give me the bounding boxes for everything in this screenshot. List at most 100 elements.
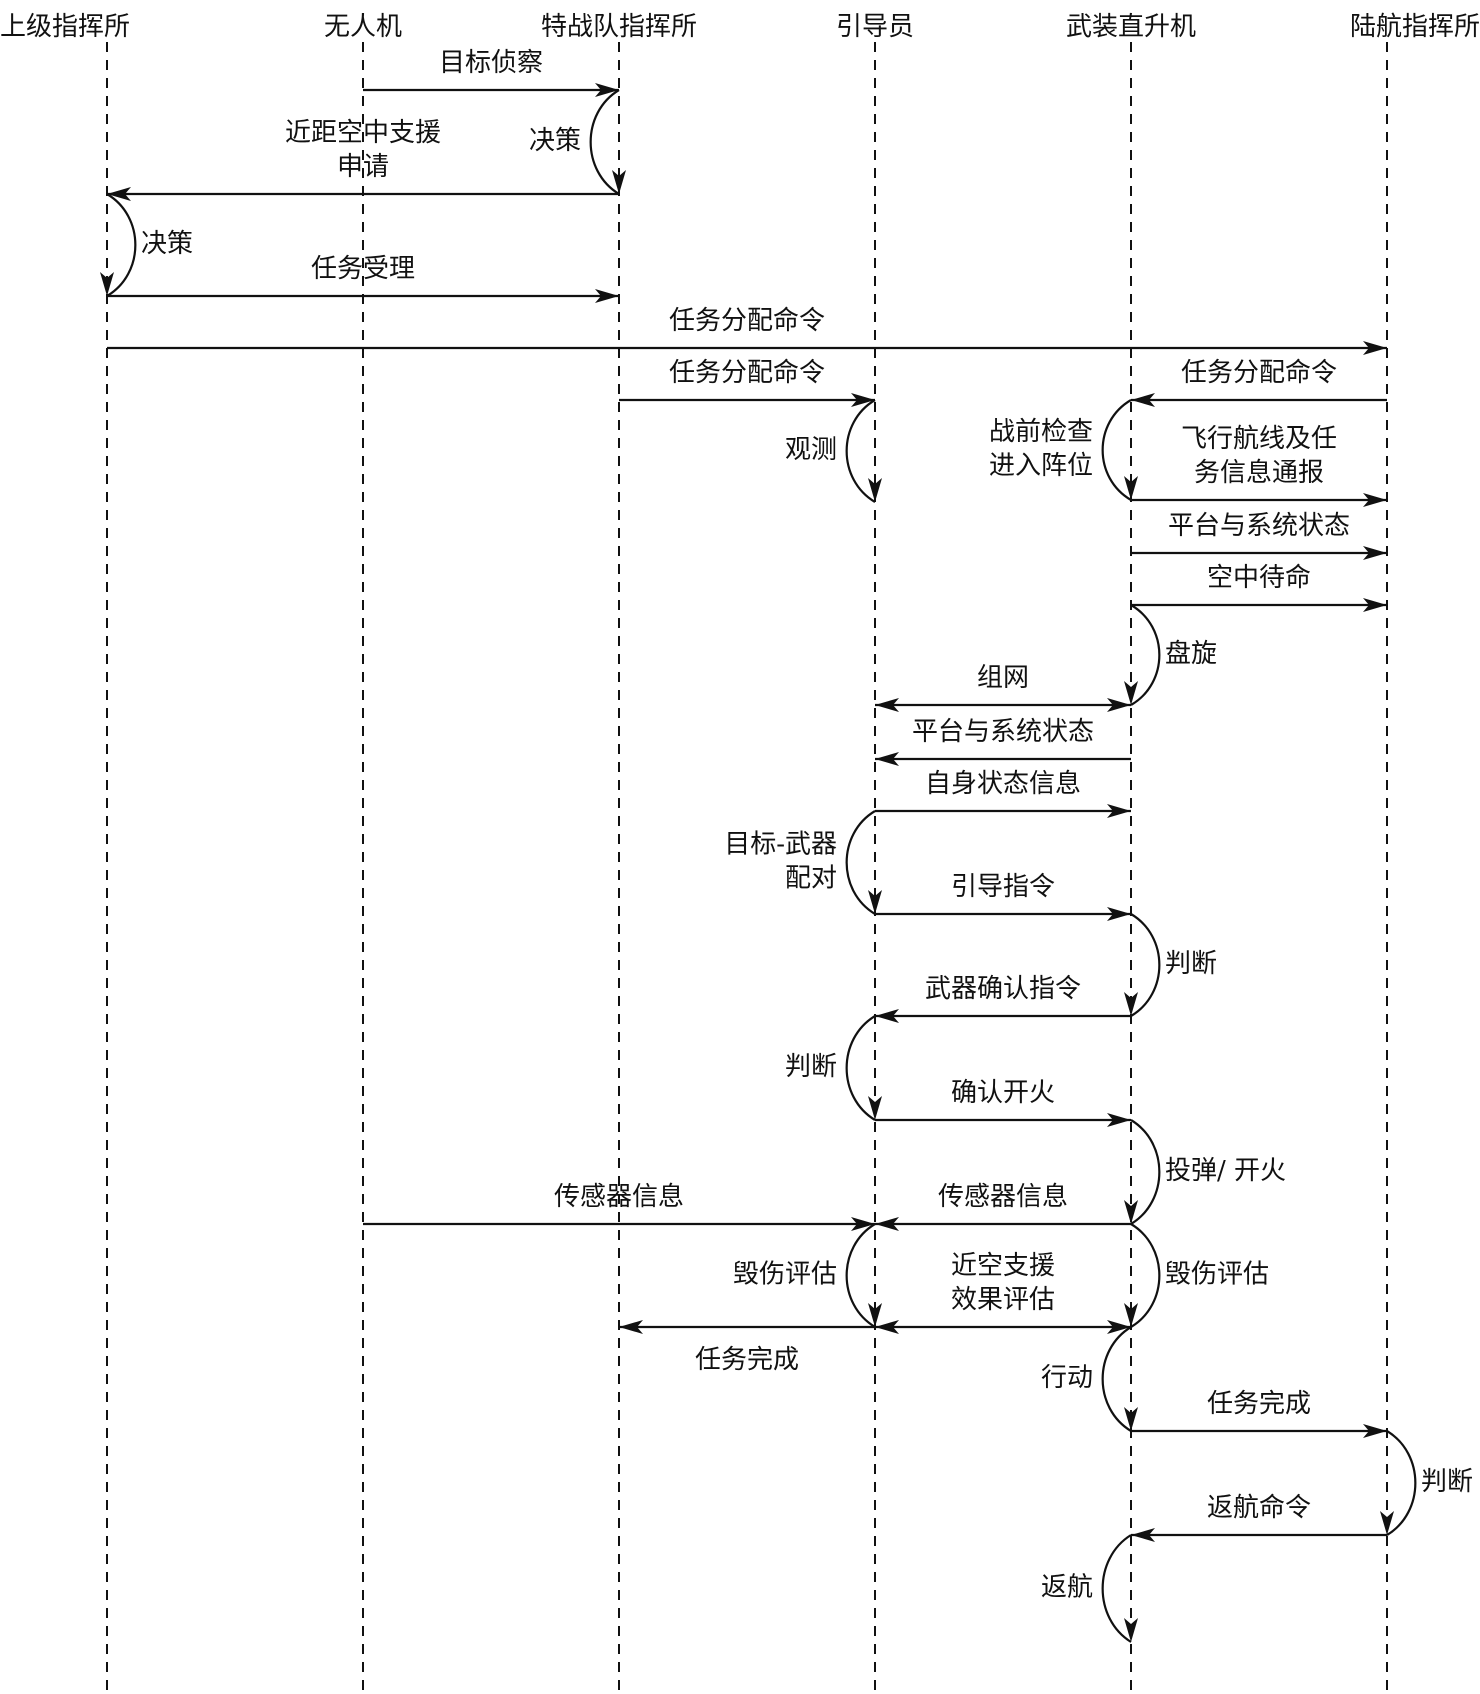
arrow-head-icon [1124,1200,1138,1224]
message-label: 任务分配命令 [669,306,825,336]
activity-arc [845,810,876,915]
message: 平台与系统状态 [875,717,1131,766]
activity-label: 进入阵位 [989,451,1093,481]
message-label: 平台与系统状态 [912,717,1094,747]
activity-arc [845,399,876,503]
activity: 毁伤评估 [733,1223,882,1328]
activity: 判断 [1380,1430,1473,1536]
message: 返航命令 [1131,1493,1387,1542]
message-label: 组网 [977,663,1029,693]
message-label: 近空支援 [951,1251,1055,1281]
activity-arc [1130,913,1161,1017]
activity-label: 决策 [141,229,193,259]
arrow-head-icon [1107,698,1131,712]
arrow-head-icon [868,1096,882,1120]
arrow-head-icon [619,1320,643,1334]
message: 空中待命 [1131,563,1387,612]
arrow-head-icon [1124,992,1138,1016]
message-label: 效果评估 [951,1285,1055,1315]
activity-arc [1130,1119,1161,1225]
activity: 毁伤评估 [1124,1223,1269,1328]
participant-label: 上级指挥所 [0,12,130,42]
message: 任务分配命令 [1131,358,1387,407]
activity: 决策 [100,193,193,297]
arrow-head-icon [868,478,882,502]
arrow-head-icon [875,752,899,766]
activity-label: 毁伤评估 [733,1260,837,1290]
participant-label: 特战队指挥所 [541,12,697,42]
arrow-head-icon [1124,1618,1138,1642]
steps: 目标侦察决策近距空中支援申请决策任务受理任务分配命令任务分配命令任务分配命令观测… [100,48,1473,1643]
activity-arc [1130,1223,1161,1328]
activity-label: 判断 [785,1052,837,1082]
message-label: 任务完成 [1207,1389,1311,1419]
arrow-head-icon [1107,1113,1131,1127]
message-label: 务信息通报 [1194,458,1324,488]
activity-arc [1101,1534,1132,1643]
activity-label: 判断 [1421,1467,1473,1497]
message: 任务完成 [619,1320,875,1375]
message: 传感器信息 [875,1182,1131,1231]
arrow-head-icon [1363,1424,1387,1438]
arrow-head-icon [875,1009,899,1023]
activity: 返航 [1041,1534,1138,1643]
activity-arc [1101,1326,1132,1432]
activity-label: 投弹/ 开火 [1165,1156,1286,1186]
arrow-head-icon [851,1217,875,1231]
arrow-head-icon [1363,546,1387,560]
activity: 判断 [1124,913,1217,1017]
message-label: 近距空中支援 [285,118,441,148]
message-label: 自身状态信息 [925,769,1081,799]
arrow-head-icon [1107,907,1131,921]
message-label: 武器确认指令 [925,974,1081,1004]
arrow-head-icon [851,393,875,407]
participants: 上级指挥所无人机特战队指挥所引导员武装直升机陆航指挥所 [0,12,1480,42]
activity-label: 盘旋 [1165,639,1217,669]
activity-arc [589,89,620,195]
message-label: 任务完成 [695,1345,799,1375]
activity-label: 观测 [785,435,837,465]
activity-arc [845,1223,876,1328]
activity: 行动 [1041,1326,1138,1432]
arrow-head-icon [1363,598,1387,612]
arrow-head-icon [1131,393,1155,407]
activity-label: 配对 [785,864,837,894]
activity: 判断 [785,1015,882,1121]
arrow-head-icon [1107,1320,1131,1334]
message-label: 传感器信息 [554,1182,684,1212]
arrow-head-icon [1107,804,1131,818]
message: 平台与系统状态 [1131,511,1387,560]
arrow-head-icon [1380,1511,1394,1535]
activity-arc [106,193,137,297]
arrow-head-icon [612,170,626,194]
lifelines [106,42,1388,1694]
arrow-head-icon [1131,1528,1155,1542]
message: 任务完成 [1131,1389,1387,1438]
activity-label: 返航 [1041,1573,1093,1603]
arrow-head-icon [1363,341,1387,355]
arrow-head-icon [100,272,114,296]
message-label: 申请 [337,152,389,182]
activity-arc [1101,399,1132,501]
message-label: 确认开火 [951,1078,1055,1108]
message-label: 任务分配命令 [669,358,825,388]
participant-label: 无人机 [324,12,402,42]
activity: 观测 [785,399,882,503]
activity-label: 决策 [529,126,581,156]
activity-label: 判断 [1165,949,1217,979]
activity: 决策 [529,89,626,195]
message: 自身状态信息 [875,769,1131,818]
activity: 盘旋 [1124,604,1217,706]
message-label: 目标侦察 [439,48,543,78]
activity: 投弹/ 开火 [1124,1119,1286,1225]
message-label: 飞行航线及任 [1181,424,1337,454]
arrow-head-icon [875,1320,899,1334]
message: 确认开火 [875,1078,1131,1127]
arrow-head-icon [875,698,899,712]
participant-label: 武装直升机 [1066,12,1196,42]
message: 武器确认指令 [875,974,1131,1023]
arrow-head-icon [868,1303,882,1327]
message-label: 返航命令 [1207,1493,1311,1523]
